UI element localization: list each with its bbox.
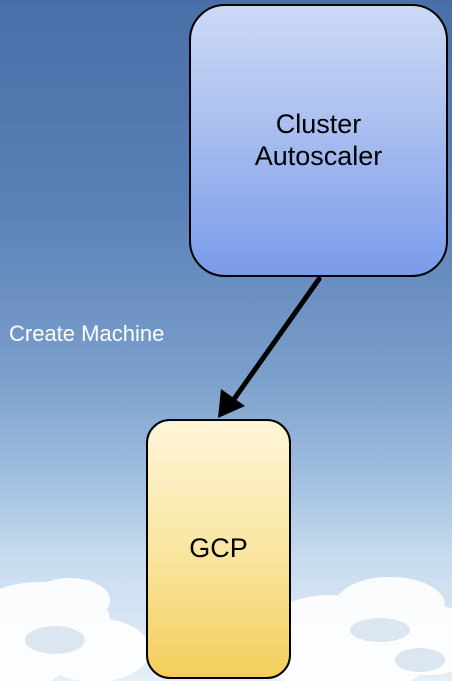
- gcp-node: GCP: [146, 419, 291, 679]
- arrow-head: [218, 389, 245, 418]
- create-machine-label: Create Machine: [9, 321, 165, 346]
- cluster-autoscaler-node: Cluster Autoscaler: [189, 4, 448, 277]
- arrow-line: [229, 276, 322, 405]
